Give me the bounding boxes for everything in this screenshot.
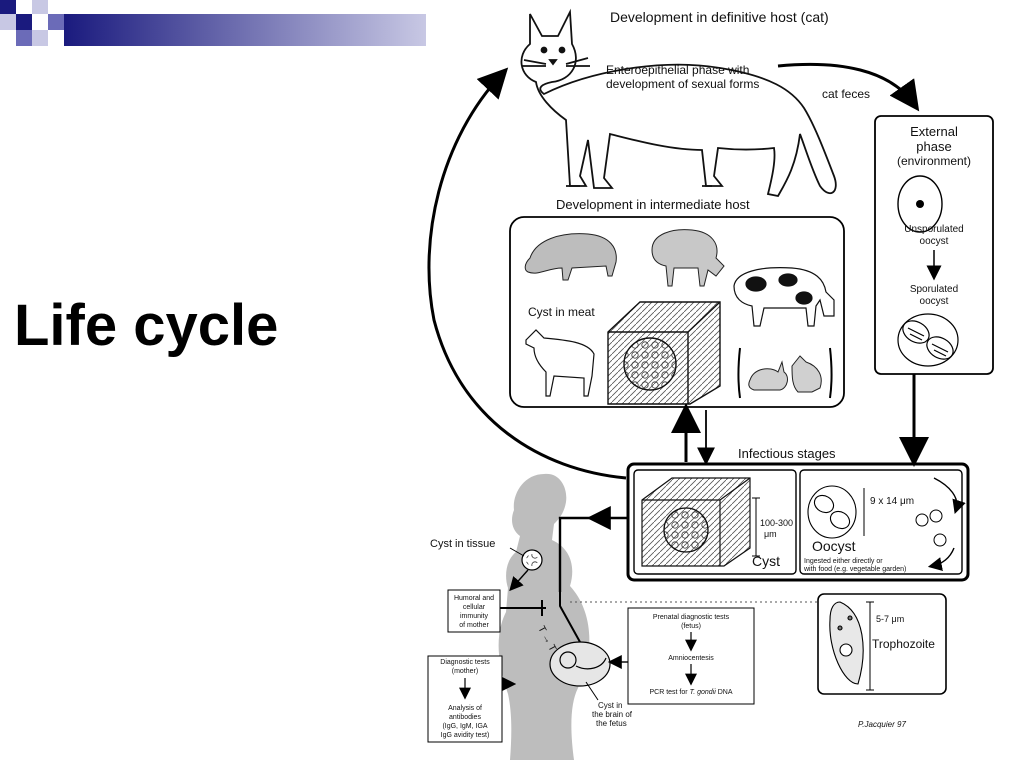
unsporulated-line1: Unsporulated [904,224,963,235]
definitive-host-title: Development in definitive host (cat) [610,9,829,25]
internal-path-line [558,516,596,592]
cat-illustration [520,8,837,198]
humoral-line2: cellular [463,604,486,611]
cyst-to-immunity-arrow [509,569,529,592]
cyst-size-line2: μm [764,529,777,539]
cat-feces-label: cat feces [822,87,870,101]
enteroepithelial-line2: development of sexual forms [606,77,759,91]
infectious-stages-box [626,462,970,582]
infectious-stages-title: Infectious stages [738,446,836,461]
external-phase-line2: phase [916,139,951,154]
brain-cyst-line1: Cyst in [598,701,622,710]
sheep-icon [651,229,725,287]
trophozoite-icon [829,601,864,685]
cyst-in-tissue-pointer [509,547,525,557]
intermediate-host-title: Development in intermediate host [556,197,750,212]
trophozoite-box [817,593,947,695]
external-phase-line3: (environment) [897,154,971,168]
enteroepithelial-line1: Enteroepithelial phase with [606,63,749,77]
header-graphic [0,0,426,46]
cyst-size-line1: 100-300 [760,518,793,528]
prenatal-tests-box [627,607,755,705]
brain-cyst-line3: the fetus [596,719,627,728]
header-square [48,14,64,30]
meat-tissue-block-icon [607,301,721,405]
prenatal-line2: (fetus) [681,623,701,630]
pcr-test-label: PCR test for T. gondii DNA [649,689,732,696]
slide-header-decoration [0,0,1024,60]
slide-title: Life cycle [14,293,279,358]
sporulated-line2: oocyst [920,296,949,307]
horse-icon [525,329,595,397]
header-square [0,0,16,14]
humoral-line1: Humoral and [454,595,494,602]
trophozoite-size-label: 5-7 μm [876,614,904,624]
return-to-cat-arrow [427,67,627,480]
header-square [32,0,48,14]
cow-icon [733,267,835,327]
analysis-line2: antibodies [449,714,481,721]
cyst-scale-bar [752,497,760,557]
oocyst-label: Oocyst [812,538,856,554]
sporozoite-cluster-icon [915,509,947,547]
unsporulated-line2: oocyst [920,236,949,247]
oocyst-detail-icon [807,485,865,539]
sporulated-line1: Sporulated [910,284,958,295]
diag-mother-line2: (mother) [452,668,478,675]
humoral-immunity-box [447,589,501,633]
tissue-cyst-cells-icon [526,554,538,566]
humoral-line3: immunity [460,613,489,620]
external-phase-box [874,115,994,375]
fetus-icon [549,641,611,687]
oocyst-cycle-arrow-bottom [927,547,955,571]
diag-mother-line1: Diagnostic tests [440,659,490,666]
analysis-line4: IgG avidity test) [441,732,490,739]
header-square [0,14,16,30]
cyst-in-meat-label: Cyst in meat [528,305,595,319]
pregnant-woman-silhouette [498,473,590,760]
header-square [32,30,48,46]
rabbit-chicken-group [737,347,833,399]
header-gradient-bar [64,14,426,46]
oocyst-note-line1: Ingested either directly or [804,558,883,565]
oocyst-size-label: 9 x 14 μm [870,496,914,507]
amniocentesis-label: Amniocentesis [668,655,714,662]
header-square [16,30,32,46]
toxoplasma-life-cycle-diagram: Development in definitive host (cat) Ent… [427,8,994,760]
analysis-line1: Analysis of [448,705,482,712]
unsporulated-oocyst-icon [897,175,943,233]
brain-cyst-pointer [585,681,599,701]
sporulated-oocyst-icon [897,313,959,367]
cyst-in-tissue-label: Cyst in tissue [430,538,495,550]
prenatal-line1: Prenatal diagnostic tests [653,614,730,621]
pig-icon [524,233,617,281]
analysis-line3: (IgG, IgM, IGA [442,723,487,730]
cyst-tissue-icon [641,477,751,567]
oocyst-panel [799,469,963,575]
header-square [16,14,32,30]
cat-feces-arrow [777,62,920,112]
brain-cyst-line2: the brain of [592,710,633,719]
oocyst-nucleus-icon [916,200,924,208]
humoral-line4: of mother [459,622,489,629]
trophozoite-scale-bar [866,601,874,691]
author-signature: P.Jacquier 97 [858,720,906,729]
cyst-label: Cyst [752,553,780,569]
oocyst-note-line2: with food (e.g. vegetable garden) [803,566,906,573]
trophozoite-label: Trophozoite [872,637,935,651]
oocyst-cycle-arrow-top [933,477,966,514]
cyst-panel [633,469,797,575]
external-phase-line1: External [910,124,958,139]
